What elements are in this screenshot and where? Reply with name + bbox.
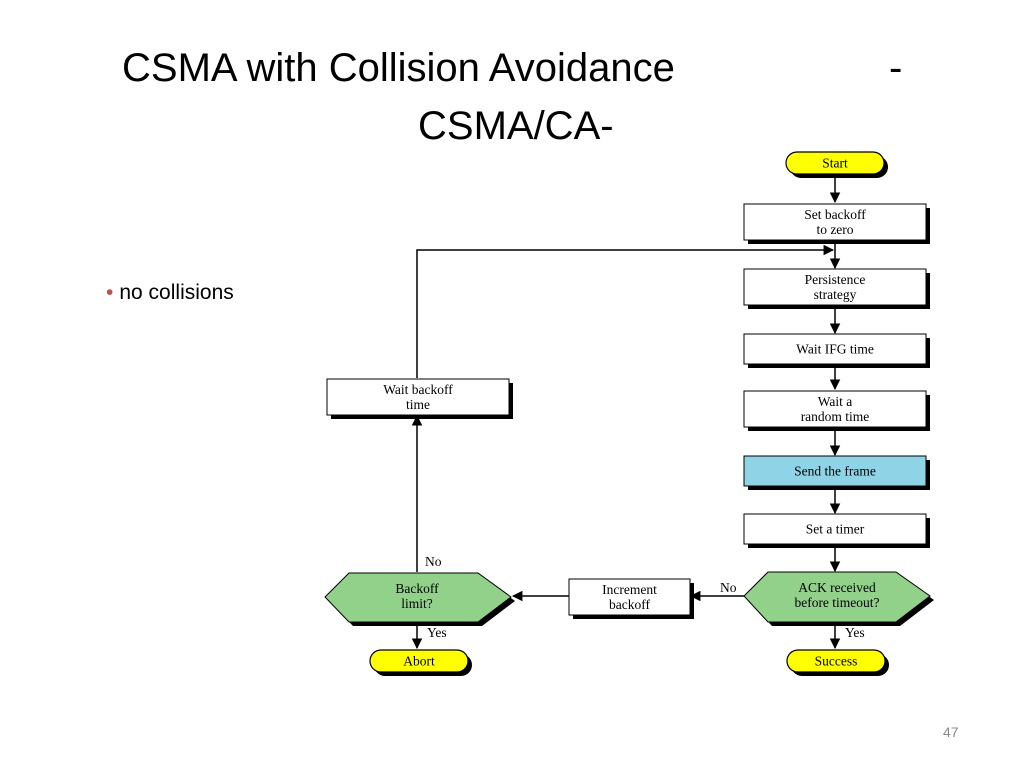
persistence-line1: Persistence <box>805 272 866 287</box>
wait-ifg-shape <box>743 333 927 365</box>
arrow-waitbackoff-to-persistence <box>416 244 835 378</box>
set-backoff-box: Set backoff to zero <box>743 203 930 244</box>
wait-random-line1: Wait a <box>818 394 853 409</box>
set-timer-label: Set a timer <box>806 522 865 537</box>
wait-backoff-line2: time <box>406 397 430 412</box>
bullet-dot: • <box>106 281 114 304</box>
label-no-limit: No <box>425 554 442 569</box>
wait-backoff-box: Wait backoff time <box>326 378 513 419</box>
success-terminal: Success <box>786 649 889 676</box>
set-backoff-line2: to zero <box>816 222 853 237</box>
abort-terminal: Abort <box>369 649 472 676</box>
slide-subtitle: CSMA/CA- <box>418 104 614 148</box>
label-yes-ack: Yes <box>845 625 865 640</box>
backoff-limit-shape <box>324 572 512 623</box>
wait-random-shape <box>743 390 927 428</box>
set-timer-box: Set a timer <box>743 513 930 548</box>
success-shape <box>786 649 886 673</box>
increment-backoff-box: Increment backoff <box>568 578 694 619</box>
ack-decision: ACK received before timeout? <box>743 571 934 626</box>
ack-decision-line1: ACK received <box>798 580 876 595</box>
start-label: Start <box>822 156 848 171</box>
increment-backoff-line2: backoff <box>609 597 650 612</box>
persistence-shape <box>743 268 927 306</box>
slide-title: CSMA with Collision Avoidance <box>122 46 675 90</box>
backoff-limit-line1: Backoff <box>395 581 439 596</box>
abort-shape <box>369 649 469 673</box>
persistence-box: Persistence strategy <box>743 268 930 309</box>
increment-backoff-shape <box>568 578 691 616</box>
set-backoff-line1: Set backoff <box>804 207 866 222</box>
slide-title-dash: - <box>889 46 903 90</box>
start-terminal: Start <box>785 151 888 178</box>
wait-backoff-line1: Wait backoff <box>383 382 453 397</box>
wait-random-box: Wait a random time <box>743 390 930 431</box>
backoff-limit-line2: limit? <box>401 596 433 611</box>
bullet-text: no collisions <box>119 281 234 304</box>
flow-connectors <box>411 176 841 650</box>
label-yes-limit: Yes <box>427 625 447 640</box>
ack-decision-line2: before timeout? <box>794 595 879 610</box>
success-label: Success <box>815 654 858 669</box>
set-timer-shape <box>743 513 927 545</box>
set-backoff-shape <box>743 203 927 241</box>
ack-decision-shape <box>743 571 931 623</box>
backoff-limit-decision: Backoff limit? <box>324 572 515 626</box>
abort-label: Abort <box>403 654 435 669</box>
wait-ifg-box: Wait IFG time <box>743 333 930 368</box>
persistence-line2: strategy <box>814 287 857 302</box>
start-shape <box>785 151 885 175</box>
send-frame-shape <box>743 455 927 487</box>
wait-backoff-shape <box>326 378 510 416</box>
bullet-item: •no collisions <box>106 281 234 305</box>
label-no-ack: No <box>720 580 737 595</box>
wait-ifg-label: Wait IFG time <box>796 342 874 357</box>
send-frame-label: Send the frame <box>794 464 876 479</box>
increment-backoff-line1: Increment <box>602 582 657 597</box>
send-frame-box: Send the frame <box>743 455 930 490</box>
page-number: 47 <box>943 724 959 740</box>
wait-random-line2: random time <box>801 409 870 424</box>
